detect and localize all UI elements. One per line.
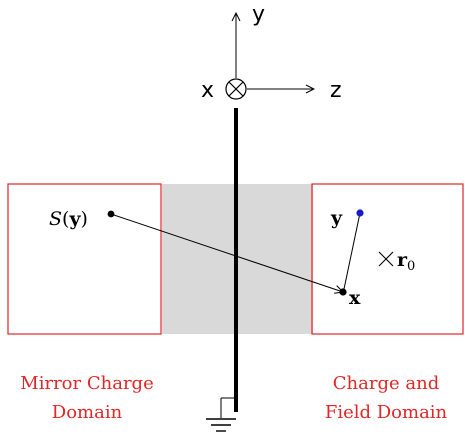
mirror-point-label: S(y) bbox=[49, 208, 88, 230]
reference-point-cross bbox=[378, 251, 394, 267]
charge-point-label: y bbox=[330, 207, 343, 229]
mirror-to-field-vector bbox=[110, 213, 343, 292]
mirror-domain-caption-line2: Domain bbox=[52, 402, 123, 423]
y-axis-label: y bbox=[252, 2, 265, 27]
field-domain-box bbox=[311, 183, 464, 335]
x-axis-label: x bbox=[201, 78, 214, 103]
field-domain-caption-line1: Charge and bbox=[333, 373, 439, 394]
coordinate-axes: y z x bbox=[201, 2, 342, 103]
reference-point-label: r0 bbox=[397, 249, 415, 274]
ground-symbol bbox=[206, 397, 236, 432]
charge-point bbox=[356, 209, 364, 217]
field-point bbox=[339, 288, 347, 296]
x-axis-into-page-icon bbox=[225, 78, 247, 100]
mirror-charge-domain-box bbox=[7, 183, 162, 335]
charge-to-field-vector bbox=[343, 212, 361, 290]
z-axis-label: z bbox=[330, 78, 342, 103]
field-domain-caption-line2: Field Domain bbox=[325, 402, 448, 423]
field-point-label: x bbox=[349, 287, 361, 309]
mirror-charge-point bbox=[107, 210, 115, 218]
mirror-domain-caption-line1: Mirror Charge bbox=[20, 373, 153, 394]
